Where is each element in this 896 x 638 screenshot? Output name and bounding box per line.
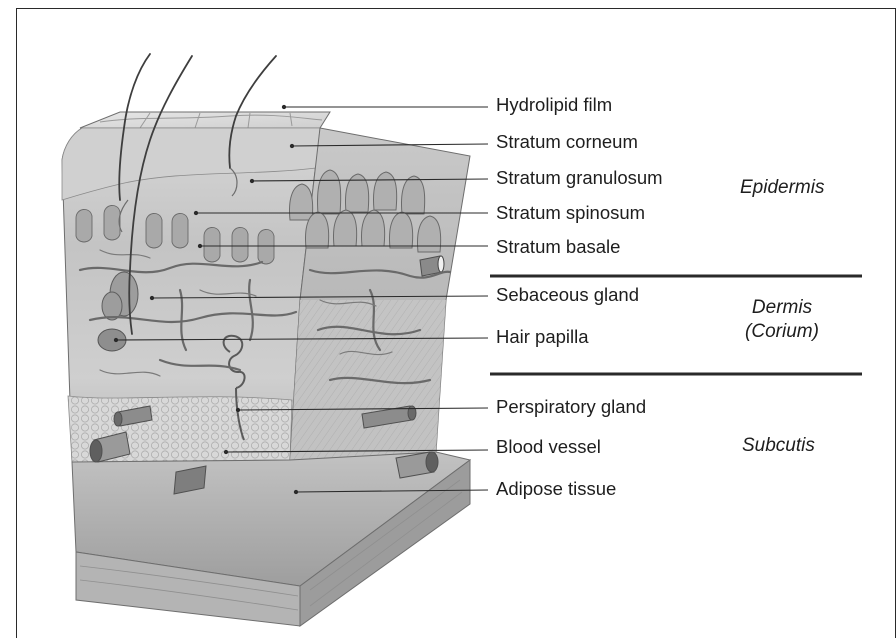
label-stratum-corneum: Stratum corneum [496, 133, 638, 152]
label-stratum-granulosum: Stratum granulosum [496, 169, 663, 188]
pointer-dot-hydrolipid-film [282, 105, 285, 108]
layer-dermis-name: Dermis [734, 296, 830, 320]
pointer-dot-stratum-spinosum [194, 211, 197, 214]
pointer-dot-perspiratory-gland [236, 408, 239, 411]
label-perspiratory-gland: Perspiratory gland [496, 398, 646, 417]
layer-epidermis: Epidermis [740, 176, 824, 200]
pointer-dot-sebaceous-gland [150, 296, 153, 299]
pointer-dot-stratum-granulosum [250, 179, 253, 182]
label-stratum-basale: Stratum basale [496, 238, 620, 257]
layer-dermis: Dermis (Corium) [734, 296, 830, 344]
pointer-dot-blood-vessel [224, 450, 227, 453]
layer-subcutis: Subcutis [742, 434, 815, 458]
pointer-dot-stratum-basale [198, 244, 201, 247]
label-blood-vessel: Blood vessel [496, 438, 601, 457]
label-adipose-tissue: Adipose tissue [496, 480, 616, 499]
layer-dermis-alt-name: (Corium) [734, 320, 830, 344]
pointer-dot-hair-papilla [114, 338, 117, 341]
pointer-dot-stratum-corneum [290, 144, 293, 147]
pointer-dot-adipose-tissue [294, 490, 297, 493]
label-sebaceous-gland: Sebaceous gland [496, 286, 639, 305]
label-stratum-spinosum: Stratum spinosum [496, 204, 645, 223]
label-hair-papilla: Hair papilla [496, 328, 589, 347]
label-hydrolipid-film: Hydrolipid film [496, 96, 612, 115]
